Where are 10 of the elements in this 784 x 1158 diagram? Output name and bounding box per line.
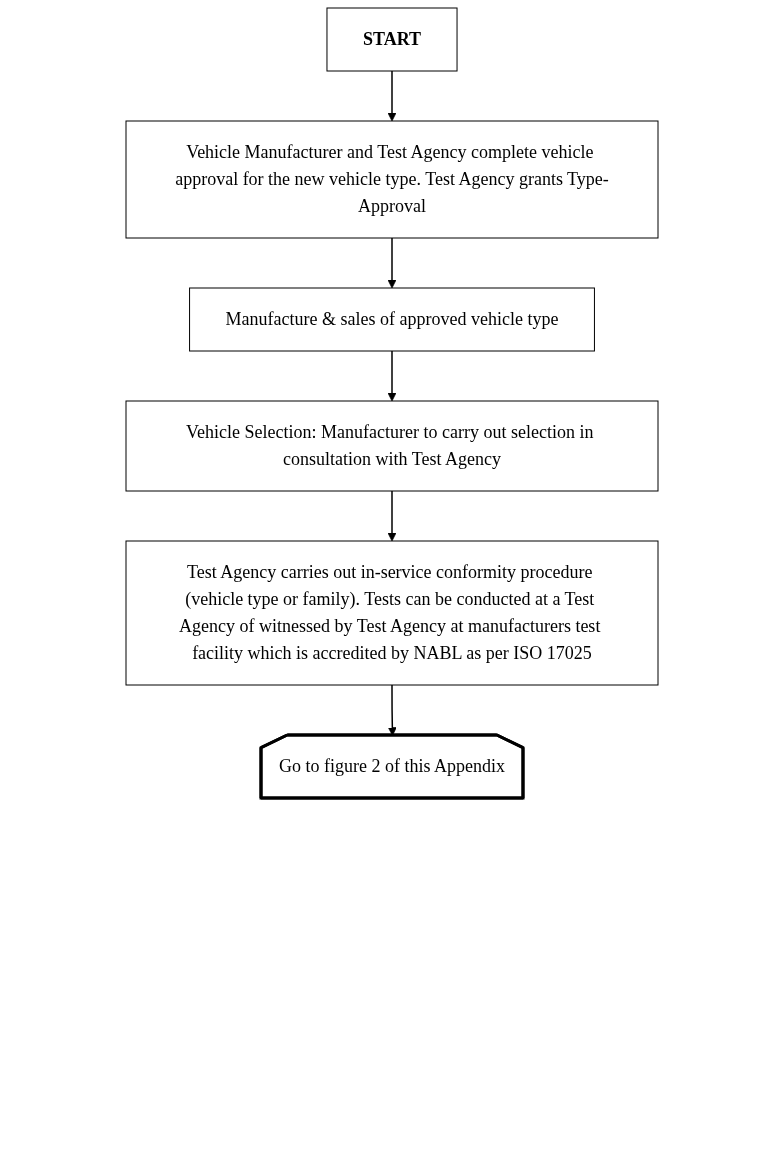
arrow <box>387 237 397 289</box>
node-box: Vehicle Selection: Manufacturer to carry out selection in consultation with Test Agency <box>125 400 659 492</box>
arrow <box>387 70 397 122</box>
node-box: Vehicle Manufacturer and Test Agency complete vehicle approval for the new vehicle type. Test Agency grants Type-Approval <box>125 120 659 239</box>
node-box: Test Agency carries out in-service conformity procedure (vehicle type or family). Tests can be conducted at a Test Agency of witnessed by Test Agency at manufacturers test facility which is accredited by NABL as per ISO 17025 <box>125 540 659 686</box>
node-box: Manufacture & sales of approved vehicle type <box>189 287 595 352</box>
arrow <box>387 350 397 402</box>
arrow <box>387 490 397 542</box>
node-box: START <box>326 7 458 72</box>
arrow <box>387 684 397 736</box>
